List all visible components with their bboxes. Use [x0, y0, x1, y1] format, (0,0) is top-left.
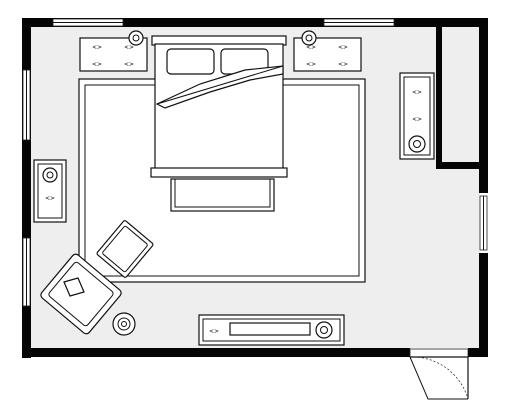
svg-text:<>: <> — [45, 195, 55, 202]
closet — [442, 27, 479, 162]
duvet-fold — [155, 65, 284, 109]
svg-text:<>: <> — [92, 61, 102, 68]
nightstand-right: <> <> <> <> — [293, 37, 362, 72]
side-table — [112, 312, 136, 336]
svg-text:<>: <> — [412, 89, 422, 96]
bench — [170, 178, 275, 212]
svg-text:<>: <> — [306, 61, 316, 68]
svg-text:<>: <> — [338, 61, 348, 68]
svg-text:<>: <> — [209, 328, 219, 335]
windows — [22, 18, 488, 307]
svg-text:<>: <> — [338, 44, 348, 51]
ottoman — [96, 220, 154, 278]
door — [409, 348, 469, 400]
lamp-left — [42, 167, 58, 183]
svg-text:<>: <> — [92, 44, 102, 51]
lounge-chair — [40, 253, 122, 335]
svg-text:<>: <> — [124, 44, 134, 51]
nightstand-lamp-right — [301, 30, 317, 46]
lamp-right — [408, 135, 426, 153]
pillow-left — [166, 48, 215, 75]
bed — [150, 35, 288, 178]
svg-text:<>: <> — [124, 61, 134, 68]
console-left: <> — [33, 159, 67, 223]
walls — [22, 18, 488, 358]
dresser-right: <> <> — [399, 72, 435, 160]
nightstand-lamp-left — [128, 30, 144, 46]
lamp-console — [315, 321, 333, 339]
svg-text:<>: <> — [306, 44, 316, 51]
media-console: <> — [198, 314, 345, 346]
svg-text:<>: <> — [412, 116, 422, 123]
